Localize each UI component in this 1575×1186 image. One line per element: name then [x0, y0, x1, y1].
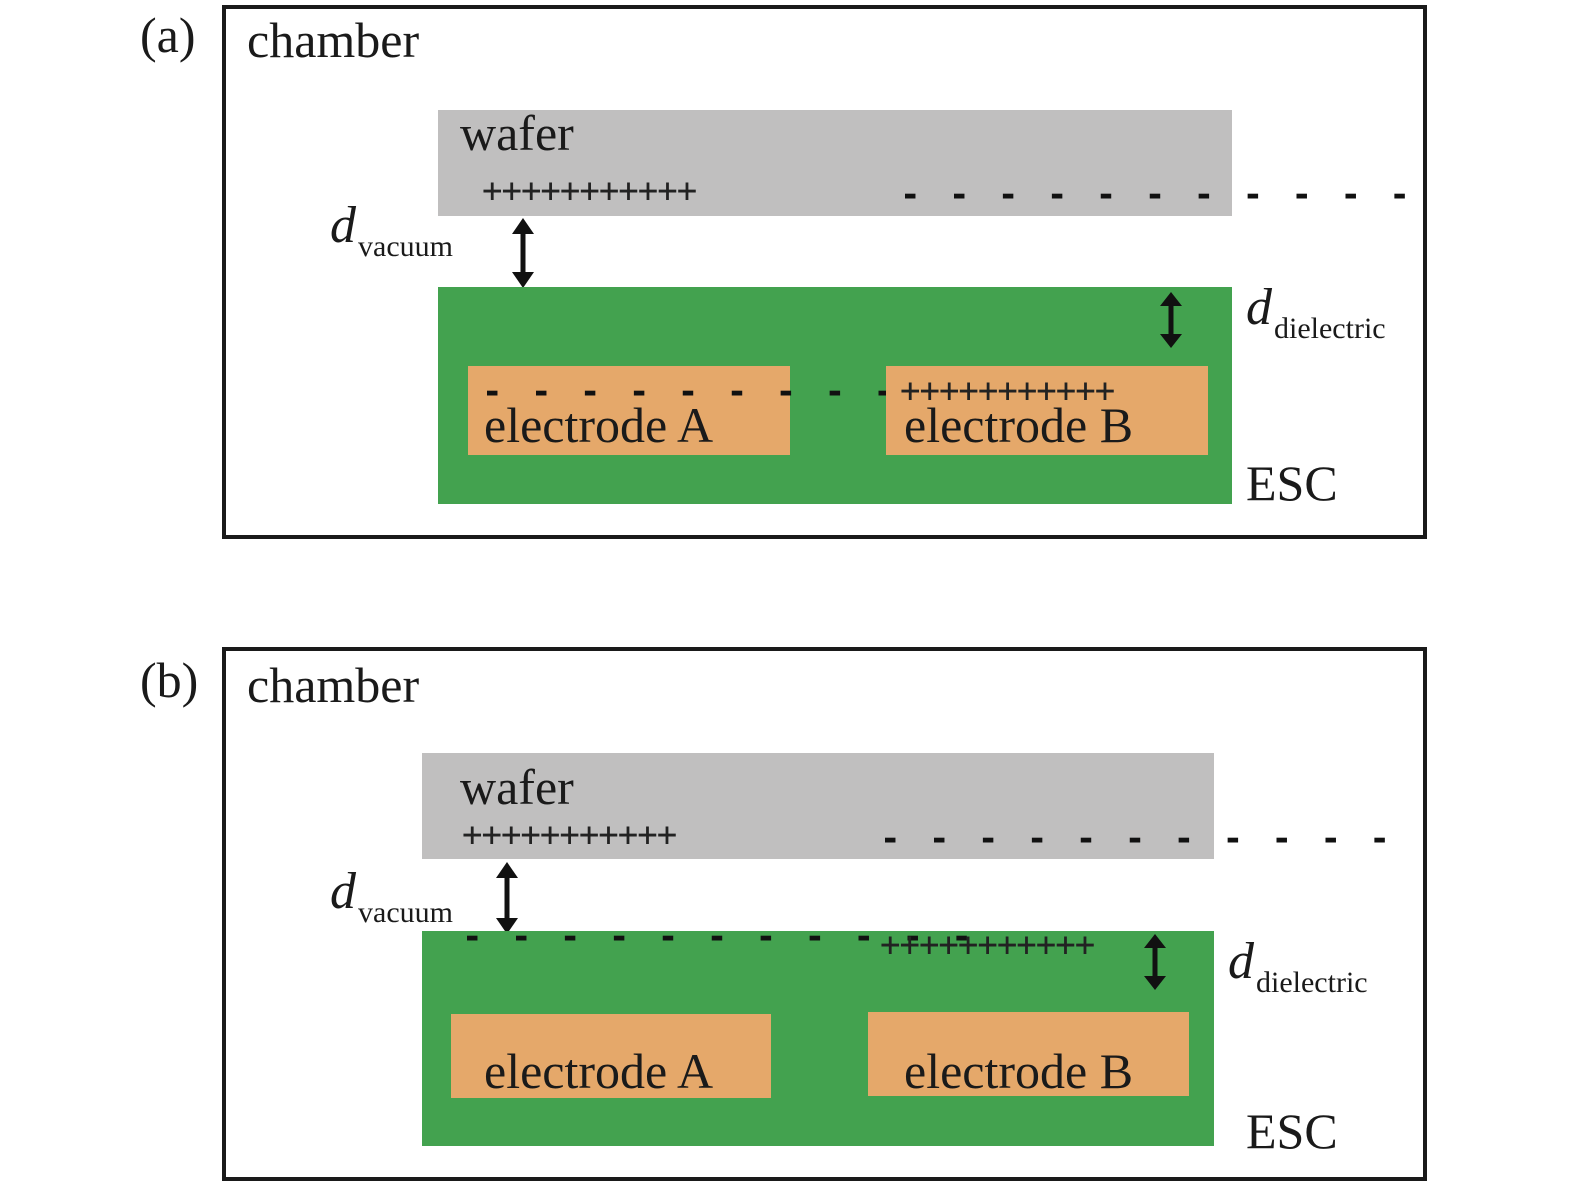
wafer-negative-charges: - - - - - - - - - - -	[880, 819, 1394, 859]
wafer	[438, 110, 1232, 216]
vacuum-symbol: d	[330, 863, 356, 920]
vacuum-subscript: vacuum	[358, 896, 453, 929]
dielectric-symbol: d	[1246, 279, 1272, 336]
panel-label: (b)	[140, 652, 199, 708]
electrode-a-label: electrode A	[484, 397, 714, 453]
electrode-b-label: electrode B	[904, 1043, 1134, 1099]
esc-surface-positive-charges: +++++++++++	[880, 925, 1095, 965]
electrode-b	[886, 366, 1208, 455]
vacuum-gap-arrow-icon	[512, 218, 534, 288]
electrode-b	[868, 1012, 1189, 1096]
esc-label: ESC	[1246, 1103, 1338, 1159]
dielectric-subscript: dielectric	[1274, 312, 1386, 345]
dielectric-gap-label: ddielectric	[1246, 279, 1386, 344]
panel-label: (a)	[140, 7, 196, 63]
electrode-b-label: electrode B	[904, 397, 1134, 453]
panel-a: (a) chamber wafer +++++++++++ - - - - - …	[0, 0, 1575, 560]
wafer-negative-charges: - - - - - - - - - - -	[900, 175, 1414, 215]
dielectric-gap-label: ddielectric	[1228, 933, 1368, 998]
electrode-a	[468, 366, 790, 455]
wafer	[422, 753, 1214, 859]
dielectric-subscript: dielectric	[1256, 966, 1368, 999]
chamber-label: chamber	[247, 12, 420, 68]
vacuum-gap-arrow-icon	[496, 862, 518, 934]
wafer-positive-charges: +++++++++++	[482, 171, 697, 211]
chamber-label: chamber	[247, 657, 420, 713]
vacuum-gap-label: dvacuum	[330, 197, 453, 262]
electrode-b-positive-charges: +++++++++++	[900, 371, 1115, 411]
dielectric-gap-arrow-icon	[1160, 292, 1182, 348]
wafer-positive-charges: +++++++++++	[462, 815, 677, 855]
vacuum-symbol: d	[330, 197, 356, 254]
electrode-a-label: electrode A	[484, 1043, 714, 1099]
wafer-label: wafer	[460, 759, 574, 815]
dielectric-gap-arrow-icon	[1144, 934, 1166, 990]
esc-label: ESC	[1246, 455, 1338, 511]
vacuum-subscript: vacuum	[358, 230, 453, 263]
dielectric-symbol: d	[1228, 933, 1254, 990]
electrode-a	[451, 1014, 771, 1098]
wafer-label: wafer	[460, 105, 574, 161]
vacuum-gap-label: dvacuum	[330, 863, 453, 928]
esc-surface-negative-charges: - - - - - - - - - - -	[462, 917, 976, 957]
